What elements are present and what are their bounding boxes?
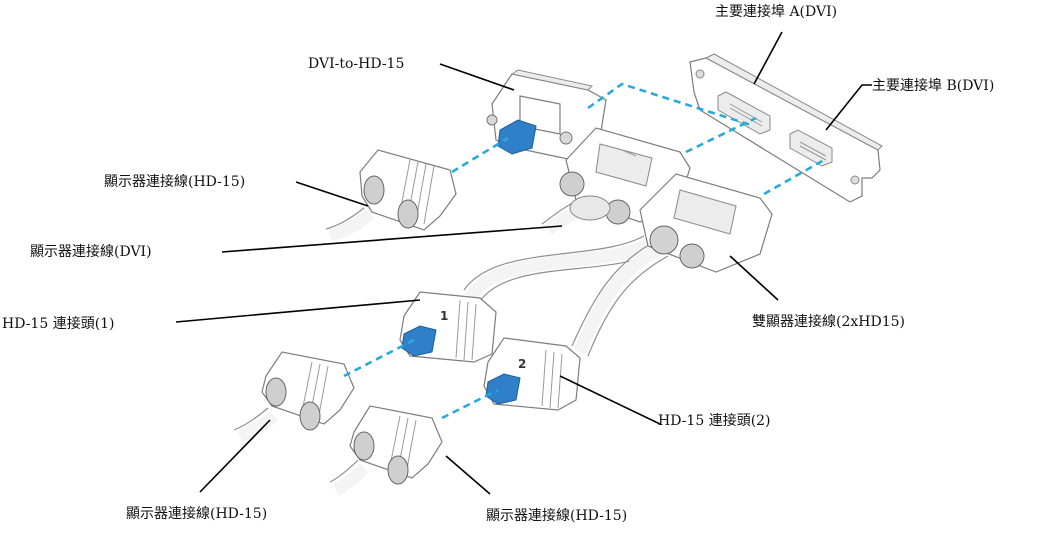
connector-number-2: 2 (518, 357, 526, 371)
dash-adapter-to-port-a (587, 82, 755, 128)
connector-number-1: 1 (440, 309, 448, 323)
leader-lines (175, 31, 872, 495)
label-monitor-cable-hd15-bottom-left: 顯示器連接線(HD-15) (126, 506, 268, 522)
monitor-cable-hd15-bottom-left (233, 351, 355, 443)
leader-connector-1 (175, 299, 421, 323)
label-dual-monitor-cable: 雙顯器連接線(2xHD15) (752, 314, 905, 330)
label-monitor-cable-hd15-bottom-right: 顯示器連接線(HD-15) (486, 508, 628, 524)
leader-port-b (825, 84, 872, 131)
label-port-a: 主要連接埠 A(DVI) (715, 4, 838, 20)
leader-dvi-to-hd15 (439, 63, 515, 91)
label-monitor-cable-dvi: 顯示器連接線(DVI) (30, 244, 152, 260)
monitor-cable-hd15-top (325, 149, 457, 242)
leader-connector-2 (559, 375, 661, 425)
leader-hd15-bottom-right (445, 455, 491, 495)
label-port-b: 主要連接埠 B(DVI) (872, 78, 995, 94)
leader-hd15-bottom-left (199, 419, 271, 493)
label-monitor-cable-hd15-top: 顯示器連接線(HD-15) (104, 174, 246, 190)
label-hd15-connector-1: HD-15 連接頭(1) (2, 316, 115, 332)
hd15-connector-2: 2 (483, 337, 581, 411)
label-dvi-to-hd15: DVI-to-HD-15 (308, 56, 405, 72)
dash-hd15-cable-to-adapter (451, 136, 509, 174)
dash-hd15-cable-to-connector-1 (343, 338, 415, 378)
label-hd15-connector-2: HD-15 連接頭(2) (658, 413, 771, 429)
leader-dual-cable (729, 255, 779, 301)
dvi-to-hd15-adapter (486, 69, 607, 163)
dvi-port-a (717, 91, 771, 135)
dashed-connection-guides (343, 82, 825, 420)
monitor-cable-hd15-bottom-right (329, 405, 443, 496)
leader-hd15-top (295, 181, 369, 207)
dash-dvi-cable-to-port-a (685, 116, 757, 154)
dash-hd15-cable-to-connector-2 (441, 388, 499, 420)
dual-monitor-cable (463, 173, 773, 357)
hd15-connector-1: 1 (399, 291, 497, 363)
graphics-card-bracket (689, 53, 883, 203)
leader-port-a (753, 31, 783, 85)
dvi-port-b (789, 129, 833, 167)
leader-dvi-cable (221, 225, 563, 253)
